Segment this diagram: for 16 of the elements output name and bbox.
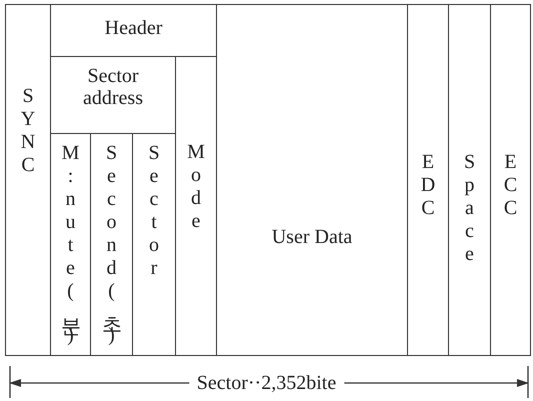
cell-label: EDC bbox=[417, 151, 439, 220]
table-cell bbox=[448, 4, 491, 356]
table-cell bbox=[407, 4, 449, 356]
table-cell bbox=[5, 4, 51, 356]
cell-label: M:nute(분) bbox=[60, 142, 82, 347]
cell-label: Space bbox=[458, 151, 480, 266]
cell-label: Second(초) bbox=[100, 142, 122, 347]
table-cell bbox=[490, 4, 531, 356]
table-cell bbox=[216, 4, 408, 356]
cell-label: Sector address bbox=[82, 65, 144, 109]
cell-label: ECC bbox=[500, 151, 522, 220]
cell-label: User Data bbox=[270, 226, 354, 248]
cell-label: Sector bbox=[143, 142, 165, 280]
cell-label: Header bbox=[104, 17, 164, 39]
cell-label: SYNC bbox=[17, 85, 39, 177]
cell-label: Mode bbox=[185, 141, 207, 233]
